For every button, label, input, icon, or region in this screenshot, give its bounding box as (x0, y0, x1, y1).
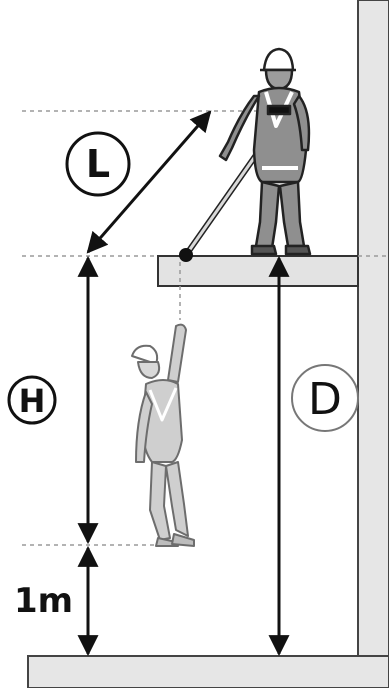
svg-text:H: H (19, 382, 46, 420)
label-D: D (291, 364, 359, 432)
label-1m: 1m (14, 581, 73, 621)
building-wall (357, 0, 389, 659)
worker-standing-icon (218, 47, 312, 256)
anchor-point-icon (179, 248, 193, 262)
label-H: H (7, 375, 57, 425)
ground (27, 655, 389, 688)
svg-text:L: L (86, 142, 110, 186)
lanyard-length-arrow (86, 110, 212, 254)
platform (157, 255, 359, 287)
label-L: L (65, 131, 131, 197)
svg-text:D: D (308, 374, 342, 425)
worker-falling-icon (131, 323, 195, 547)
